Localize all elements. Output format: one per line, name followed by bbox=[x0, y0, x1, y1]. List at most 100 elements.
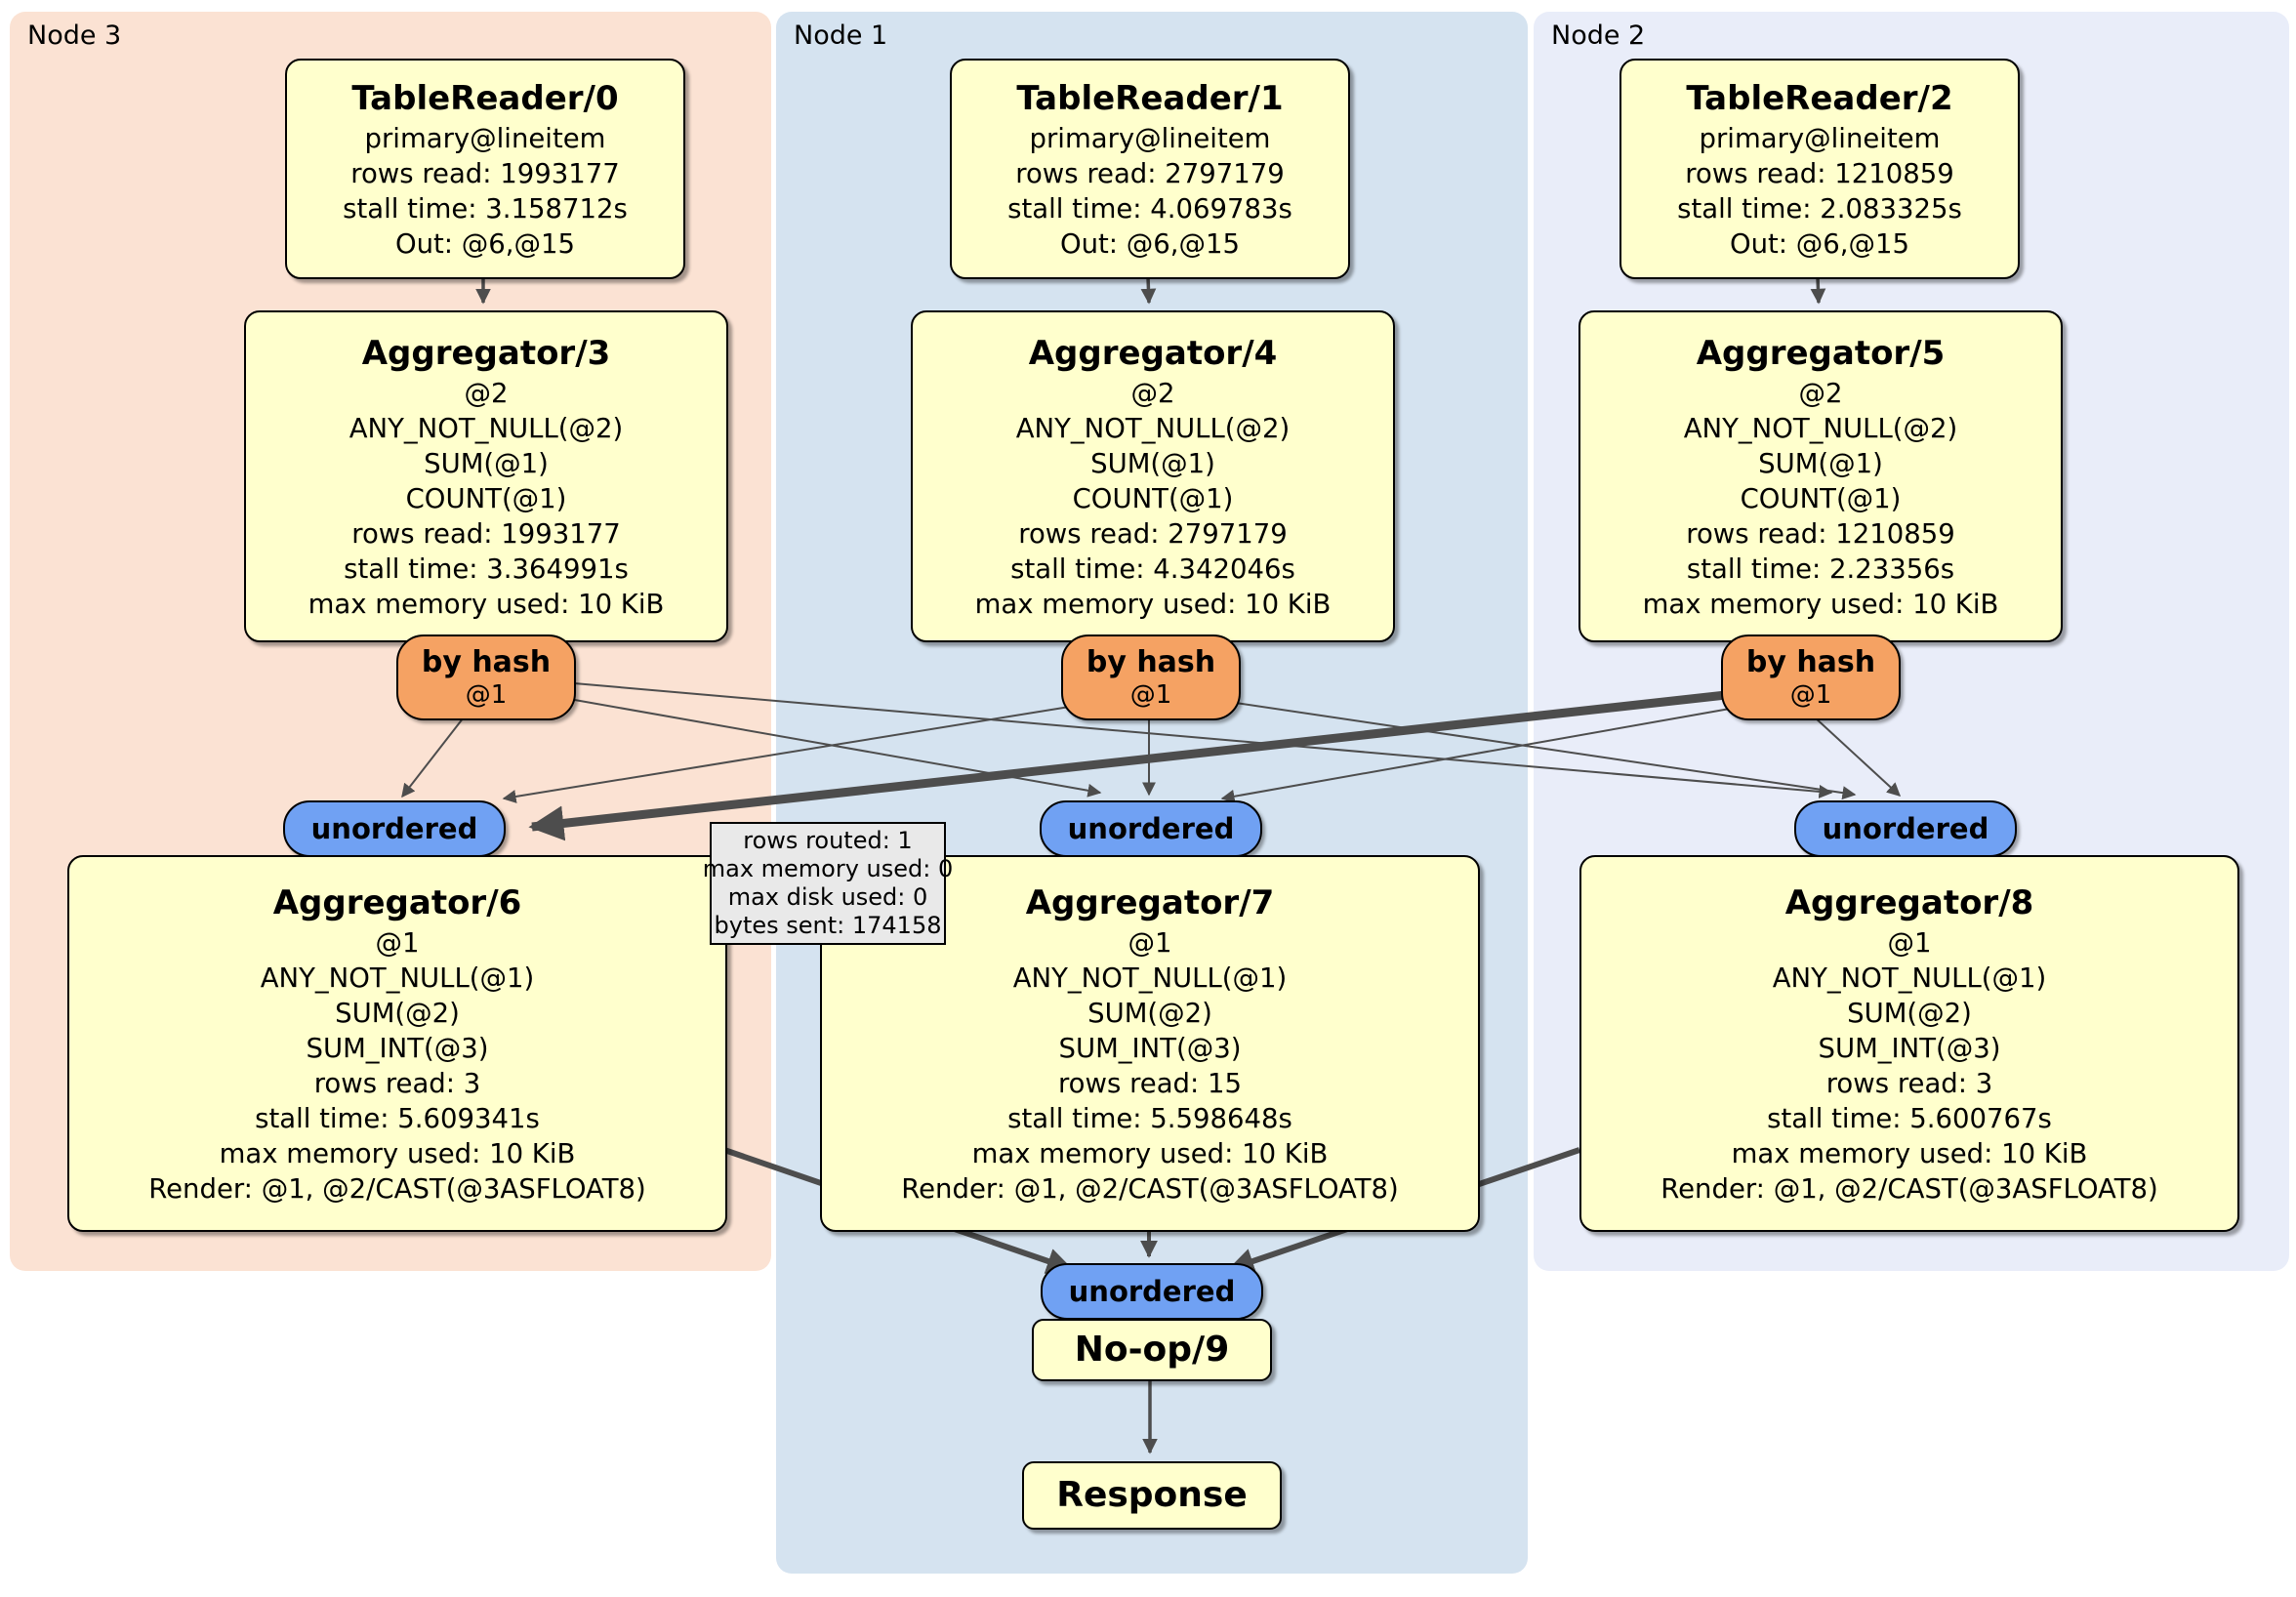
processor-aggregator-7[interactable]: Aggregator/7 @1 ANY_NOT_NULL(@1) SUM(@2)… bbox=[820, 855, 1480, 1232]
stat-line: stall time: 3.158712s bbox=[343, 193, 628, 225]
stat-line: @2 bbox=[464, 378, 509, 409]
stat-line: max memory used: 10 KiB bbox=[1731, 1138, 2088, 1169]
processor-aggregator-5[interactable]: Aggregator/5 @2 ANY_NOT_NULL(@2) SUM(@1)… bbox=[1578, 310, 2063, 642]
stat-line: SUM(@1) bbox=[424, 448, 549, 479]
stat-line: Render: @1, @2/CAST(@3ASFLOAT8) bbox=[1660, 1173, 2158, 1205]
stat-line: SUM(@2) bbox=[1087, 998, 1212, 1029]
stat-line: stall time: 5.600767s bbox=[1767, 1103, 2052, 1134]
stat-line: stall time: 3.364991s bbox=[344, 553, 629, 585]
stat-line: max memory used: 10 KiB bbox=[971, 1138, 1329, 1169]
edge-byhash2-unordered3-thick[interactable] bbox=[528, 690, 1727, 841]
processor-response[interactable]: Response bbox=[1022, 1461, 1282, 1530]
stat-line: @2 bbox=[1798, 378, 1843, 409]
stat-line: SUM(@2) bbox=[335, 998, 460, 1029]
edge-byhash3-unordered2[interactable] bbox=[573, 682, 1833, 798]
stat-line: ANY_NOT_NULL(@2) bbox=[1015, 413, 1291, 444]
stat-line: ANY_NOT_NULL(@2) bbox=[1683, 413, 1958, 444]
edge-tablereader2-aggregator5[interactable] bbox=[1810, 276, 1826, 305]
tooltip-line: max disk used: 0 bbox=[727, 883, 928, 911]
processor-tablereader-0[interactable]: TableReader/0 primary@lineitem rows read… bbox=[285, 59, 685, 279]
stat-line: @2 bbox=[1130, 378, 1175, 409]
processor-title: No-op/9 bbox=[1074, 1330, 1230, 1370]
router-arg: @1 bbox=[1129, 680, 1172, 710]
stat-line: Out: @6,@15 bbox=[1059, 228, 1241, 260]
region-label-node2: Node 2 bbox=[1551, 20, 1646, 51]
tooltip-line: max memory used: 0 bbox=[702, 855, 954, 882]
region-label-node1: Node 1 bbox=[794, 20, 888, 51]
stat-line: ANY_NOT_NULL(@2) bbox=[348, 413, 624, 444]
processor-title: Response bbox=[1056, 1475, 1248, 1515]
tooltip-line: rows routed: 1 bbox=[743, 827, 913, 854]
stat-line: ANY_NOT_NULL(@1) bbox=[1772, 962, 2047, 994]
processor-title: Aggregator/7 bbox=[1025, 883, 1275, 922]
stat-line: rows read: 2797179 bbox=[1018, 518, 1288, 550]
stat-line: primary@lineitem bbox=[1699, 123, 1941, 154]
router-arg: @1 bbox=[1789, 680, 1832, 710]
edge-tablereader1-aggregator4[interactable] bbox=[1140, 276, 1157, 305]
processor-noop-9[interactable]: No-op/9 bbox=[1032, 1319, 1272, 1381]
stat-line: @1 bbox=[375, 927, 420, 959]
stat-line: Out: @6,@15 bbox=[1729, 228, 1910, 260]
processor-title: Aggregator/6 bbox=[272, 883, 522, 922]
stat-line: SUM(@1) bbox=[1090, 448, 1215, 479]
stat-line: primary@lineitem bbox=[1029, 123, 1271, 154]
processor-title: Aggregator/8 bbox=[1784, 883, 2034, 922]
stat-line: SUM(@2) bbox=[1847, 998, 1972, 1029]
stat-line: ANY_NOT_NULL(@1) bbox=[1012, 962, 1288, 994]
router-by-hash-node3[interactable]: by hash @1 bbox=[396, 635, 576, 720]
edge-byhash2-unordered2[interactable] bbox=[1813, 716, 1902, 797]
processor-title: TableReader/2 bbox=[1686, 79, 1953, 118]
stat-line: stall time: 4.069783s bbox=[1007, 193, 1292, 225]
processor-aggregator-4[interactable]: Aggregator/4 @2 ANY_NOT_NULL(@2) SUM(@1)… bbox=[911, 310, 1395, 642]
edge-byhash2-unordered1[interactable] bbox=[1220, 708, 1731, 803]
stat-line: stall time: 2.23356s bbox=[1686, 553, 1955, 585]
stream-stats-tooltip: rows routed: 1 max memory used: 0 max di… bbox=[703, 822, 953, 945]
stat-line: primary@lineitem bbox=[364, 123, 606, 154]
sync-unordered-node1[interactable]: unordered bbox=[1040, 800, 1262, 857]
stat-line: rows read: 1210859 bbox=[1685, 158, 1954, 189]
stat-line: rows read: 1210859 bbox=[1686, 518, 1955, 550]
stat-line: max memory used: 10 KiB bbox=[1642, 589, 1999, 620]
edge-byhash1-unordered2[interactable] bbox=[1221, 700, 1857, 800]
stat-line: SUM(@1) bbox=[1758, 448, 1883, 479]
stat-line: SUM_INT(@3) bbox=[1818, 1033, 2001, 1064]
stat-line: rows read: 15 bbox=[1057, 1068, 1242, 1099]
stat-line: SUM_INT(@3) bbox=[306, 1033, 489, 1064]
stat-line: @1 bbox=[1887, 927, 1932, 959]
processor-title: Aggregator/5 bbox=[1696, 334, 1946, 373]
sync-unordered-final[interactable]: unordered bbox=[1041, 1263, 1263, 1320]
stat-line: rows read: 1993177 bbox=[350, 158, 620, 189]
processor-title: TableReader/0 bbox=[351, 79, 619, 118]
processor-aggregator-8[interactable]: Aggregator/8 @1 ANY_NOT_NULL(@1) SUM(@2)… bbox=[1579, 855, 2239, 1232]
stat-line: Out: @6,@15 bbox=[394, 228, 576, 260]
processor-tablereader-1[interactable]: TableReader/1 primary@lineitem rows read… bbox=[950, 59, 1350, 279]
router-by-hash-node1[interactable]: by hash @1 bbox=[1061, 635, 1241, 720]
stat-line: @1 bbox=[1128, 927, 1172, 959]
stat-line: stall time: 5.598648s bbox=[1007, 1103, 1292, 1134]
stat-line: rows read: 2797179 bbox=[1015, 158, 1285, 189]
edge-byhash1-unordered3[interactable] bbox=[502, 704, 1083, 803]
stat-line: stall time: 4.342046s bbox=[1010, 553, 1295, 585]
edge-byhash3-unordered3[interactable] bbox=[401, 713, 468, 798]
processor-aggregator-3[interactable]: Aggregator/3 @2 ANY_NOT_NULL(@2) SUM(@1)… bbox=[244, 310, 728, 642]
processor-title: Aggregator/3 bbox=[361, 334, 611, 373]
processor-title: TableReader/1 bbox=[1016, 79, 1284, 118]
stat-line: COUNT(@1) bbox=[1740, 483, 1902, 514]
stat-line: ANY_NOT_NULL(@1) bbox=[260, 962, 535, 994]
tooltip-line: bytes sent: 174158 bbox=[714, 912, 942, 939]
stat-line: stall time: 2.083325s bbox=[1677, 193, 1962, 225]
sync-unordered-node3[interactable]: unordered bbox=[283, 800, 506, 857]
stat-line: max memory used: 10 KiB bbox=[308, 589, 665, 620]
processor-aggregator-6[interactable]: Aggregator/6 @1 ANY_NOT_NULL(@1) SUM(@2)… bbox=[67, 855, 727, 1232]
stat-line: COUNT(@1) bbox=[405, 483, 567, 514]
stat-line: max memory used: 10 KiB bbox=[974, 589, 1332, 620]
stat-line: rows read: 3 bbox=[313, 1068, 481, 1099]
processor-tablereader-2[interactable]: TableReader/2 primary@lineitem rows read… bbox=[1620, 59, 2020, 279]
router-label: by hash bbox=[1086, 645, 1216, 679]
processor-title: Aggregator/4 bbox=[1028, 334, 1278, 373]
region-label-node3: Node 3 bbox=[27, 20, 122, 51]
sync-unordered-node2[interactable]: unordered bbox=[1794, 800, 2017, 857]
router-by-hash-node2[interactable]: by hash @1 bbox=[1721, 635, 1901, 720]
stat-line: stall time: 5.609341s bbox=[255, 1103, 540, 1134]
router-label: by hash bbox=[421, 645, 552, 679]
